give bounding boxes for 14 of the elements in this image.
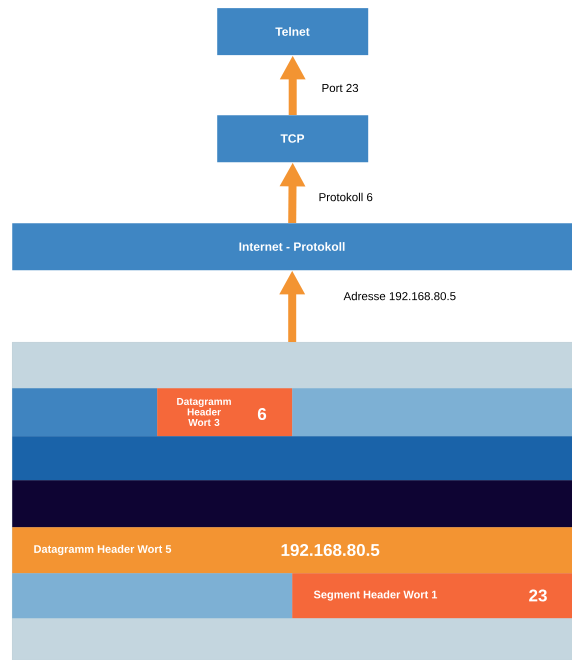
edge-label: Adresse 192.168.80.5	[344, 292, 456, 300]
header-field: Segment Header Wort 1 23	[292, 573, 572, 618]
packet-band	[12, 388, 158, 436]
packet-band	[12, 436, 572, 480]
header-field: Datagramm Header Wort 3 6	[157, 388, 292, 436]
header-field: Datagramm Header Wort 5 192.168.80.5	[12, 527, 572, 574]
edge-label: Port 23	[322, 84, 358, 92]
edge-label: Protokoll 6	[319, 192, 372, 202]
layer-box: Telnet	[217, 8, 368, 56]
packet-band	[12, 573, 292, 618]
packet-band	[12, 480, 572, 528]
layer-band: Internet - Protokoll	[12, 223, 572, 270]
layer-box: TCP	[217, 115, 368, 162]
packet-band	[292, 388, 572, 436]
